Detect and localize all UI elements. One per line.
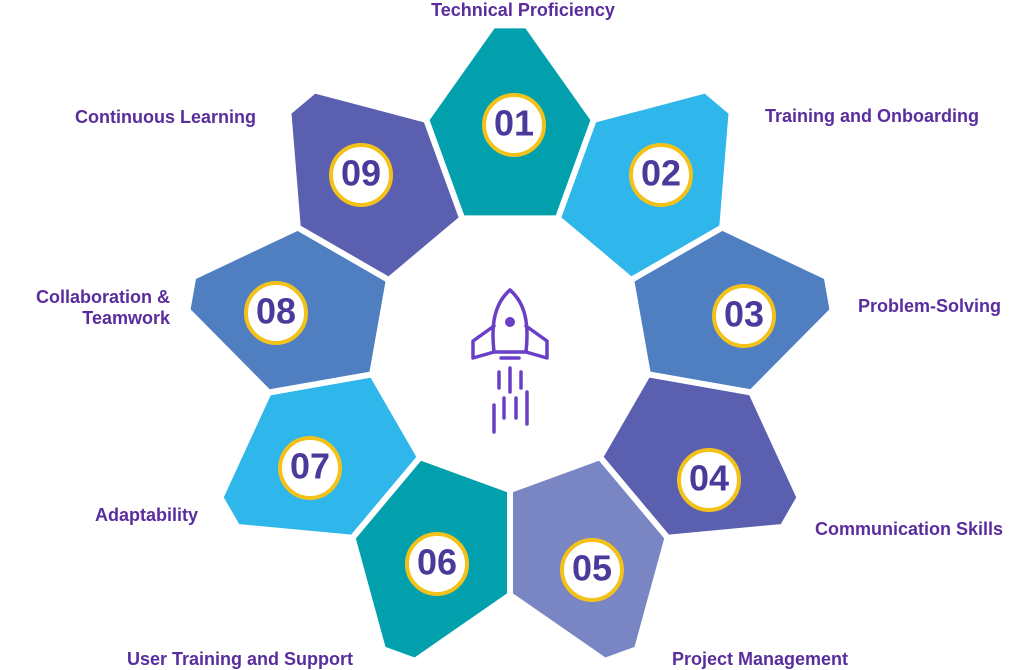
badge-circle [712,284,776,348]
segment-label-05: Project Management [672,649,849,669]
segment-label-08: Collaboration &Teamwork [36,287,170,329]
badge-circle [560,538,624,602]
badge-07: 07 [278,436,342,500]
segment-number: 02 [641,153,681,194]
badge-circle [405,532,469,596]
segment-number: 03 [724,294,764,335]
badge-circle [278,436,342,500]
segment-label-line: Collaboration & [36,287,170,307]
rocket-icon [471,288,549,434]
badge-05: 05 [560,538,624,602]
badge-06: 06 [405,532,469,596]
segment-number: 08 [256,291,296,332]
badge-09: 09 [329,143,393,207]
badge-02: 02 [629,143,693,207]
segment-label-07: Adaptability [94,505,198,525]
badge-04: 04 [677,448,741,512]
badge-circle [482,93,546,157]
badge-circle [629,143,693,207]
badge-01: 01 [482,93,546,157]
segment-label-06: User Training and Support [126,649,353,669]
badge-circle [244,281,308,345]
segment-label-02: Training and Onboarding [765,106,979,126]
segment-number: 01 [494,103,534,144]
segment-number: 09 [341,153,381,194]
segment-label-04: Communication Skills [815,519,1004,539]
badge-circle [677,448,741,512]
segment-label-03: Problem-Solving [858,296,1002,316]
segment-number: 06 [417,542,457,583]
segment-label-09: Continuous Learning [75,107,256,127]
center-star [393,233,627,467]
segment-label-line: Teamwork [82,308,170,328]
badge-03: 03 [712,284,776,348]
segment-number: 05 [572,548,612,589]
segment-number: 04 [689,458,729,499]
segment-number: 07 [290,446,330,487]
badge-08: 08 [244,281,308,345]
badge-circle [329,143,393,207]
segment-label-01: Technical Proficiency [431,0,615,20]
